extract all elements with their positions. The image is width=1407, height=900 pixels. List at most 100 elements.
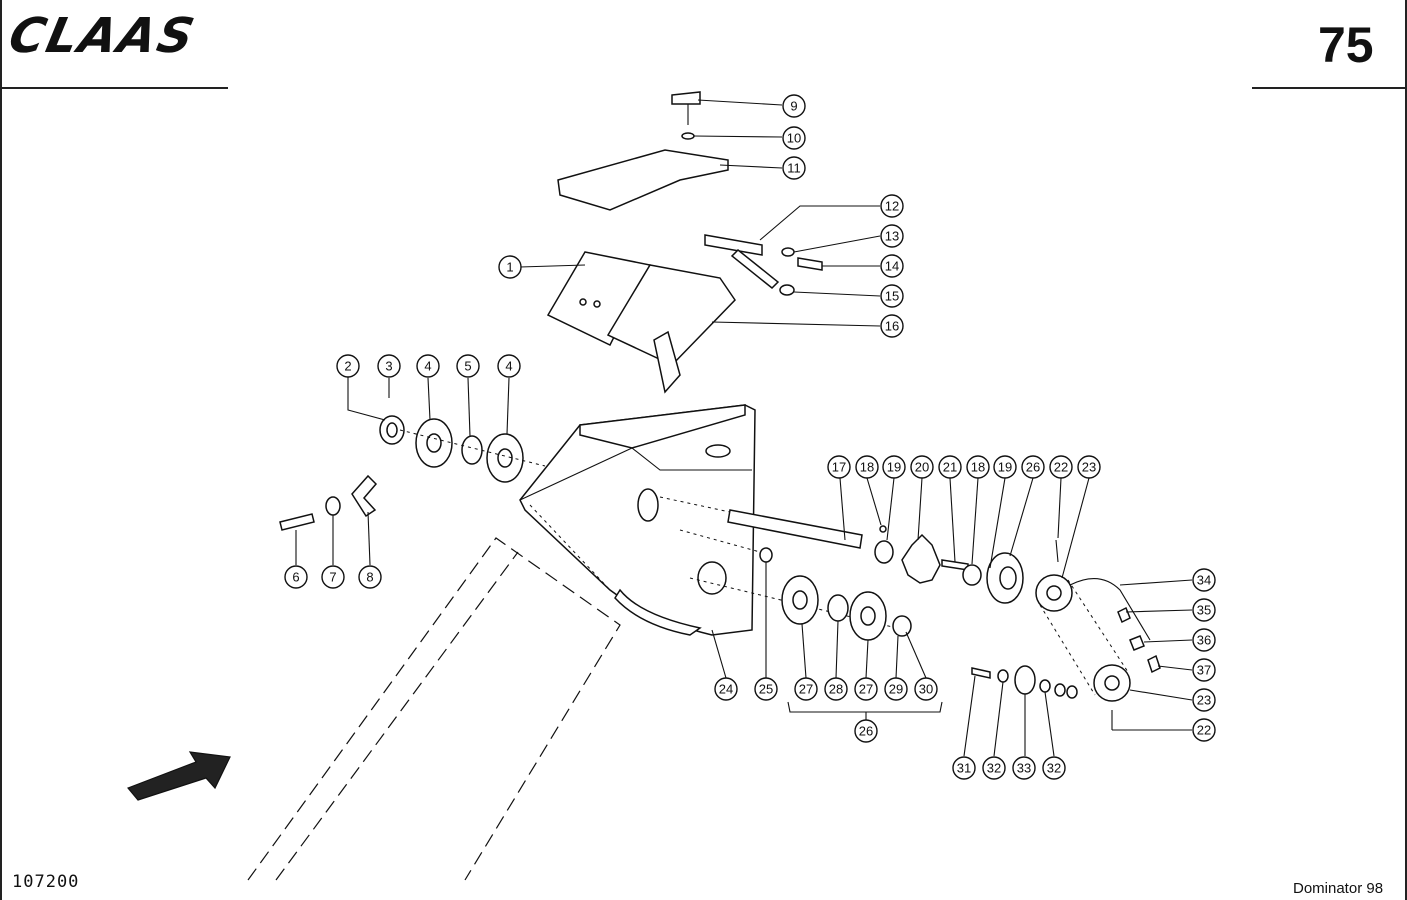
callout-21: 21 [938, 455, 962, 479]
svg-text:26: 26 [859, 724, 873, 739]
callout-28: 28 [824, 677, 848, 701]
callout-34: 34 [1192, 568, 1216, 592]
callout-16: 16 [880, 314, 904, 338]
feeder-housing-outline [247, 537, 621, 881]
svg-text:33: 33 [1017, 761, 1031, 776]
direction-arrow-icon [127, 751, 231, 801]
left-bearing-stack [379, 415, 546, 483]
callout-17: 17 [827, 455, 851, 479]
callout-26: 26 [1021, 455, 1045, 479]
header-rule-right [1252, 87, 1407, 89]
callout-23-second: 23 [1192, 688, 1216, 712]
callout-27-second: 27 [854, 677, 878, 701]
svg-text:32: 32 [1047, 761, 1061, 776]
callout-33: 33 [1012, 756, 1036, 780]
callout-12: 12 [880, 194, 904, 218]
callout-18-second: 18 [966, 455, 990, 479]
svg-text:23: 23 [1082, 460, 1096, 475]
left-fittings [279, 474, 378, 531]
callout-13: 13 [880, 224, 904, 248]
callout-1: 1 [498, 255, 522, 279]
svg-text:29: 29 [889, 682, 903, 697]
callout-3: 3 [377, 354, 401, 378]
callout-19-second: 19 [993, 455, 1017, 479]
callout-27: 27 [794, 677, 818, 701]
svg-text:30: 30 [919, 682, 933, 697]
svg-text:35: 35 [1197, 603, 1211, 618]
callout-36: 36 [1192, 628, 1216, 652]
drawing-number: 107200 [12, 872, 80, 892]
svg-text:26: 26 [1026, 460, 1040, 475]
chain-drive [1035, 539, 1161, 730]
model-name: Dominator 98 [1293, 880, 1384, 897]
svg-text:31: 31 [957, 761, 971, 776]
svg-text:6: 6 [292, 570, 299, 585]
main-shaft-assembly [659, 496, 1024, 604]
callout-15: 15 [880, 284, 904, 308]
page-frame-left [0, 0, 2, 900]
svg-text:1: 1 [506, 260, 513, 275]
callout-22: 22 [1049, 455, 1073, 479]
guard-plates [546, 251, 736, 394]
svg-text:7: 7 [329, 570, 336, 585]
svg-text:36: 36 [1197, 633, 1211, 648]
callout-7: 7 [321, 565, 345, 589]
callout-11: 11 [782, 156, 806, 180]
svg-text:20: 20 [915, 460, 929, 475]
svg-text:19: 19 [887, 460, 901, 475]
svg-text:22: 22 [1197, 723, 1211, 738]
svg-text:27: 27 [799, 682, 813, 697]
svg-text:24: 24 [719, 682, 733, 697]
svg-text:17: 17 [832, 460, 846, 475]
svg-text:22: 22 [1054, 460, 1068, 475]
callout-10: 10 [782, 126, 806, 150]
top-cover-plate [557, 149, 729, 211]
svg-text:16: 16 [885, 319, 899, 334]
svg-text:2: 2 [344, 359, 351, 374]
callout-25: 25 [754, 677, 778, 701]
callout-26-group: 26 [854, 719, 878, 743]
svg-text:4: 4 [505, 359, 512, 374]
gearbox-housing [519, 404, 756, 636]
svg-text:9: 9 [790, 99, 797, 114]
header-rule-left [0, 87, 228, 89]
svg-text:34: 34 [1197, 573, 1211, 588]
callout-19: 19 [882, 455, 906, 479]
svg-text:23: 23 [1197, 693, 1211, 708]
svg-text:18: 18 [971, 460, 985, 475]
callout-18: 18 [855, 455, 879, 479]
callout-5: 5 [456, 354, 480, 378]
callout-22-second: 22 [1192, 718, 1216, 742]
callout-29: 29 [884, 677, 908, 701]
page-frame-right [1405, 0, 1407, 900]
callout-6: 6 [284, 565, 308, 589]
lower-bearing-group [689, 575, 943, 713]
svg-text:32: 32 [987, 761, 1001, 776]
svg-text:15: 15 [885, 289, 899, 304]
page-number: 75 [1318, 17, 1374, 73]
svg-text:14: 14 [885, 259, 899, 274]
callout-20: 20 [910, 455, 934, 479]
pin-assembly [704, 234, 823, 296]
callout-14: 14 [880, 254, 904, 278]
callout-23: 23 [1077, 455, 1101, 479]
callout-8: 8 [358, 565, 382, 589]
callout-24: 24 [714, 677, 738, 701]
svg-text:5: 5 [464, 359, 471, 374]
svg-text:28: 28 [829, 682, 843, 697]
svg-text:4: 4 [424, 359, 431, 374]
svg-text:37: 37 [1197, 663, 1211, 678]
callout-37: 37 [1192, 658, 1216, 682]
wing-bolt [671, 91, 701, 140]
callout-2: 2 [336, 354, 360, 378]
svg-text:27: 27 [859, 682, 873, 697]
callout-32: 32 [982, 756, 1006, 780]
svg-text:18: 18 [860, 460, 874, 475]
svg-text:25: 25 [759, 682, 773, 697]
callout-4-second: 4 [497, 354, 521, 378]
svg-text:21: 21 [943, 460, 957, 475]
callout-35: 35 [1192, 598, 1216, 622]
svg-text:11: 11 [787, 161, 801, 176]
